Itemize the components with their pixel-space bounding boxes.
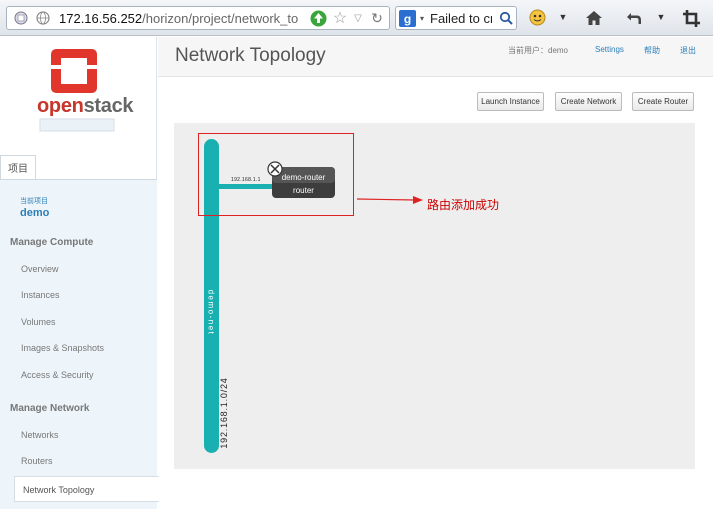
page-title: Network Topology (175, 45, 326, 66)
current-project-selector[interactable]: demo (20, 207, 50, 219)
section-manage-network: Manage Network (10, 403, 90, 414)
router-name-label: demo-router (281, 173, 326, 182)
sidebar-item-overview[interactable]: Overview (21, 264, 59, 274)
tab-project[interactable]: 项目 (0, 155, 36, 179)
search-box[interactable]: g ▾ Failed to cr (395, 6, 517, 30)
sidebar-item-instances[interactable]: Instances (21, 290, 60, 300)
addon-icon[interactable] (528, 8, 546, 26)
reload-icon[interactable]: ↻ (371, 9, 383, 26)
sidebar: openstack 项目 当前项目 demo Manage Compute Ov… (0, 37, 159, 509)
openstack-logo-mark (39, 49, 115, 132)
create-router-button[interactable]: Create Router (632, 92, 694, 111)
router-link-line (218, 184, 274, 189)
browser-toolbar: 172.16.56.252/horizon/project/network_to… (0, 0, 713, 36)
logout-link[interactable]: 退出 (680, 46, 696, 55)
openstack-logo[interactable]: openstack (0, 37, 157, 157)
sidebar-item-routers[interactable]: Routers (21, 456, 53, 466)
highlight-box (198, 133, 354, 216)
logo-brand-text: openstack (37, 95, 134, 117)
back-history-icon[interactable] (622, 8, 644, 28)
search-engine-dropdown-icon[interactable]: ▾ (419, 13, 424, 23)
menu-dropdown-icon[interactable]: ▼ (558, 12, 568, 22)
current-user-label: 当前用户：demo (508, 46, 569, 55)
annotation-text: 路由添加成功 (427, 198, 500, 212)
create-network-button[interactable]: Create Network (555, 92, 622, 111)
router-node-header (272, 167, 335, 183)
network-name-label: demo-net (206, 289, 216, 336)
crop-icon[interactable] (681, 8, 701, 28)
section-manage-compute: Manage Compute (10, 237, 94, 248)
network-cidr-label: 192.168.1.0/24 (219, 377, 229, 449)
search-input[interactable]: Failed to cr (430, 11, 492, 26)
dropdown-icon[interactable]: ▽ (354, 12, 362, 24)
sidebar-item-networks[interactable]: Networks (21, 430, 59, 440)
current-project-label: 当前项目 (20, 198, 48, 205)
page-header: Network Topology 当前用户：demo Settings 帮助 退… (158, 37, 713, 77)
settings-link[interactable]: Settings (595, 45, 624, 54)
address-bar[interactable]: 172.16.56.252/horizon/project/network_to… (6, 6, 390, 30)
port-ip-label: 192.168.1.1 (231, 177, 261, 183)
router-icon-cross (270, 164, 280, 174)
sidebar-nav: 当前项目 demo Manage Compute Overview Instan… (0, 179, 159, 509)
router-type-label: router (293, 186, 314, 195)
annotation-arrow (356, 196, 423, 204)
sidebar-item-access-security[interactable]: Access & Security (21, 370, 94, 380)
network-bar-demo-net[interactable] (204, 139, 219, 453)
home-icon[interactable] (584, 8, 604, 28)
sidebar-item-network-topology[interactable]: Network Topology (14, 476, 159, 502)
sidebar-item-images-snapshots[interactable]: Images & Snapshots (21, 343, 105, 353)
topology-graph (204, 139, 335, 453)
star-icon[interactable]: ☆ (332, 10, 348, 27)
history-dropdown-icon[interactable]: ▼ (656, 12, 666, 22)
globe-icon (35, 10, 51, 26)
url-text: 172.16.56.252/horizon/project/network_to (59, 11, 299, 26)
google-icon: g (399, 10, 416, 27)
topology-canvas: 192.168.1.1 demo-router router demo-net … (174, 123, 695, 469)
page-icon (13, 10, 29, 26)
sidebar-item-volumes[interactable]: Volumes (21, 317, 56, 327)
go-icon[interactable] (309, 9, 327, 27)
help-link[interactable]: 帮助 (644, 46, 660, 55)
launch-instance-button[interactable]: Launch Instance (477, 92, 544, 111)
search-icon[interactable] (497, 9, 515, 27)
